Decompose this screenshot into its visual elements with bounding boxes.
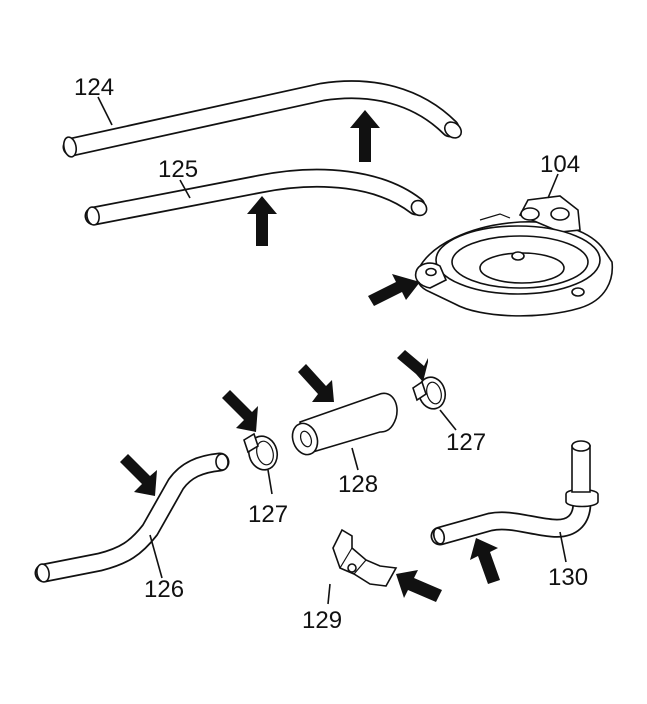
- hose-124: [62, 80, 463, 158]
- cover-104: [414, 195, 614, 317]
- hose-128: [291, 392, 398, 456]
- leader-124: [97, 96, 113, 126]
- hose-125: [84, 168, 428, 226]
- label-127-right: 127: [446, 429, 486, 456]
- label-104: 104: [540, 151, 580, 178]
- arrow-to-clamp-127-left: [222, 390, 258, 432]
- label-124: 124: [74, 74, 114, 101]
- leader-126: [149, 534, 163, 579]
- clamp-127-right: [412, 376, 447, 410]
- leader-128: [351, 447, 359, 471]
- label-129: 129: [302, 607, 342, 634]
- label-130: 130: [548, 564, 588, 591]
- label-128: 128: [338, 471, 378, 498]
- clamp-127-left: [243, 432, 279, 471]
- label-127-left: 127: [248, 501, 288, 528]
- arrow-to-bracket-129: [396, 570, 442, 602]
- arrow-to-hose-124: [350, 110, 380, 162]
- arrow-to-pipe-130: [470, 538, 500, 584]
- leader-125: [179, 179, 191, 199]
- label-125: 125: [158, 156, 198, 183]
- leader-130: [559, 531, 567, 563]
- leader-127-left: [267, 469, 273, 495]
- pipe-130: [430, 440, 599, 546]
- arrow-to-clamp-127-right: [397, 350, 428, 382]
- bracket-129: [332, 528, 398, 587]
- label-126: 126: [144, 576, 184, 603]
- arrow-to-hose-126: [120, 454, 157, 496]
- arrow-to-hose-125: [247, 196, 277, 246]
- leader-104: [547, 173, 559, 199]
- arrow-to-hose-128: [298, 364, 334, 402]
- leader-129: [327, 583, 331, 605]
- arrow-to-cover-104: [368, 274, 420, 306]
- hose-126: [34, 452, 230, 583]
- leader-127-right: [439, 409, 457, 431]
